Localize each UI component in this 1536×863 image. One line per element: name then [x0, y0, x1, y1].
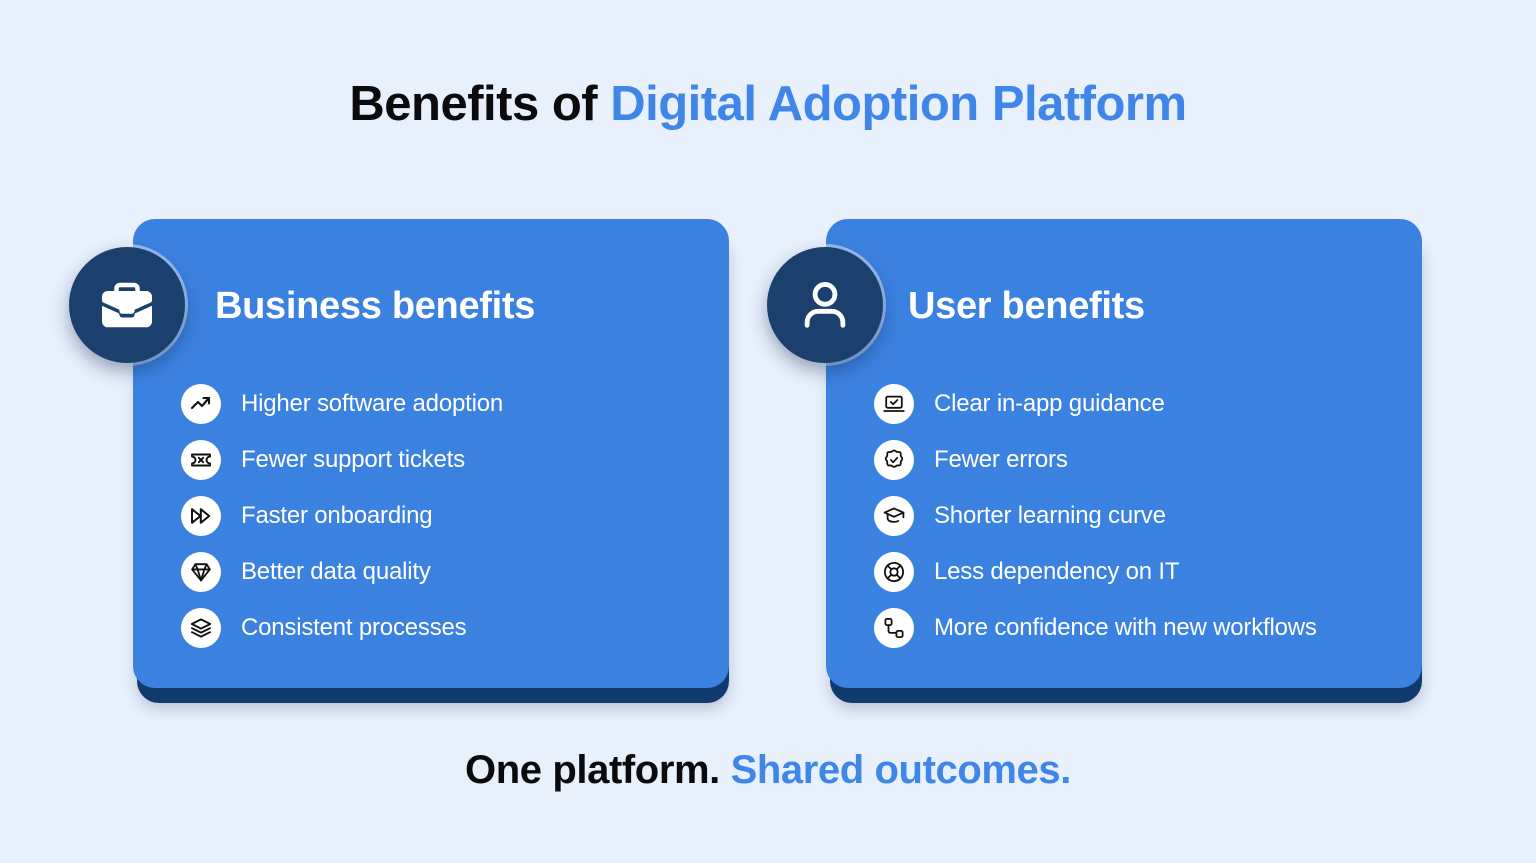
- list-item-label: Better data quality: [241, 558, 431, 585]
- list-item-label: Fewer errors: [934, 446, 1068, 473]
- page-title: Benefits of Digital Adoption Platform: [0, 76, 1536, 132]
- card-header: User benefits: [826, 277, 1145, 335]
- list-item[interactable]: Better data quality: [181, 552, 709, 592]
- benefit-list: Higher software adoption Fewer support t…: [181, 384, 709, 648]
- tagline-accent: Shared outcomes.: [730, 748, 1072, 792]
- tagline: One platform. Shared outcomes.: [0, 748, 1536, 793]
- ticket-x-icon: [181, 440, 221, 480]
- list-item[interactable]: Less dependency on IT: [874, 552, 1402, 592]
- list-item-label: Consistent processes: [241, 614, 467, 641]
- list-item-label: Faster onboarding: [241, 502, 433, 529]
- life-buoy-icon: [874, 552, 914, 592]
- card-header: Business benefits: [133, 277, 535, 335]
- gem-icon: [181, 552, 221, 592]
- list-item-label: Fewer support tickets: [241, 446, 465, 473]
- card-user-benefits: User benefits Clear in-app guidance: [826, 219, 1422, 704]
- trending-up-icon: [181, 384, 221, 424]
- card-surface: User benefits Clear in-app guidance: [826, 219, 1422, 688]
- graduation-cap-icon: [874, 496, 914, 536]
- card-title: User benefits: [908, 284, 1145, 327]
- list-item-label: Less dependency on IT: [934, 558, 1180, 585]
- list-item[interactable]: More confidence with new workflows: [874, 608, 1402, 648]
- card-surface: Business benefits Higher software adopti…: [133, 219, 729, 688]
- list-item[interactable]: Clear in-app guidance: [874, 384, 1402, 424]
- fast-forward-icon: [181, 496, 221, 536]
- list-item-label: Shorter learning curve: [934, 502, 1166, 529]
- layers-icon: [181, 608, 221, 648]
- list-item[interactable]: Consistent processes: [181, 608, 709, 648]
- workflow-icon: [874, 608, 914, 648]
- list-item-label: Higher software adoption: [241, 390, 504, 417]
- benefit-cards-row: Business benefits Higher software adopti…: [0, 219, 1536, 719]
- card-title: Business benefits: [215, 284, 536, 327]
- badge-briefcase: [69, 247, 185, 363]
- card-business-benefits: Business benefits Higher software adopti…: [133, 219, 729, 704]
- laptop-check-icon: [874, 384, 914, 424]
- badge-user: [767, 247, 883, 363]
- list-item[interactable]: Higher software adoption: [181, 384, 709, 424]
- list-item-label: Clear in-app guidance: [934, 390, 1165, 417]
- tagline-lead: One platform.: [465, 748, 731, 792]
- list-item-label: More confidence with new workflows: [934, 614, 1317, 641]
- page-title-accent: Digital Adoption Platform: [610, 77, 1187, 131]
- badge-check-icon: [874, 440, 914, 480]
- page-title-lead: Benefits of: [349, 77, 611, 131]
- list-item[interactable]: Fewer support tickets: [181, 440, 709, 480]
- list-item[interactable]: Fewer errors: [874, 440, 1402, 480]
- list-item[interactable]: Faster onboarding: [181, 496, 709, 536]
- list-item[interactable]: Shorter learning curve: [874, 496, 1402, 536]
- benefit-list: Clear in-app guidance Fewer errors: [874, 384, 1402, 648]
